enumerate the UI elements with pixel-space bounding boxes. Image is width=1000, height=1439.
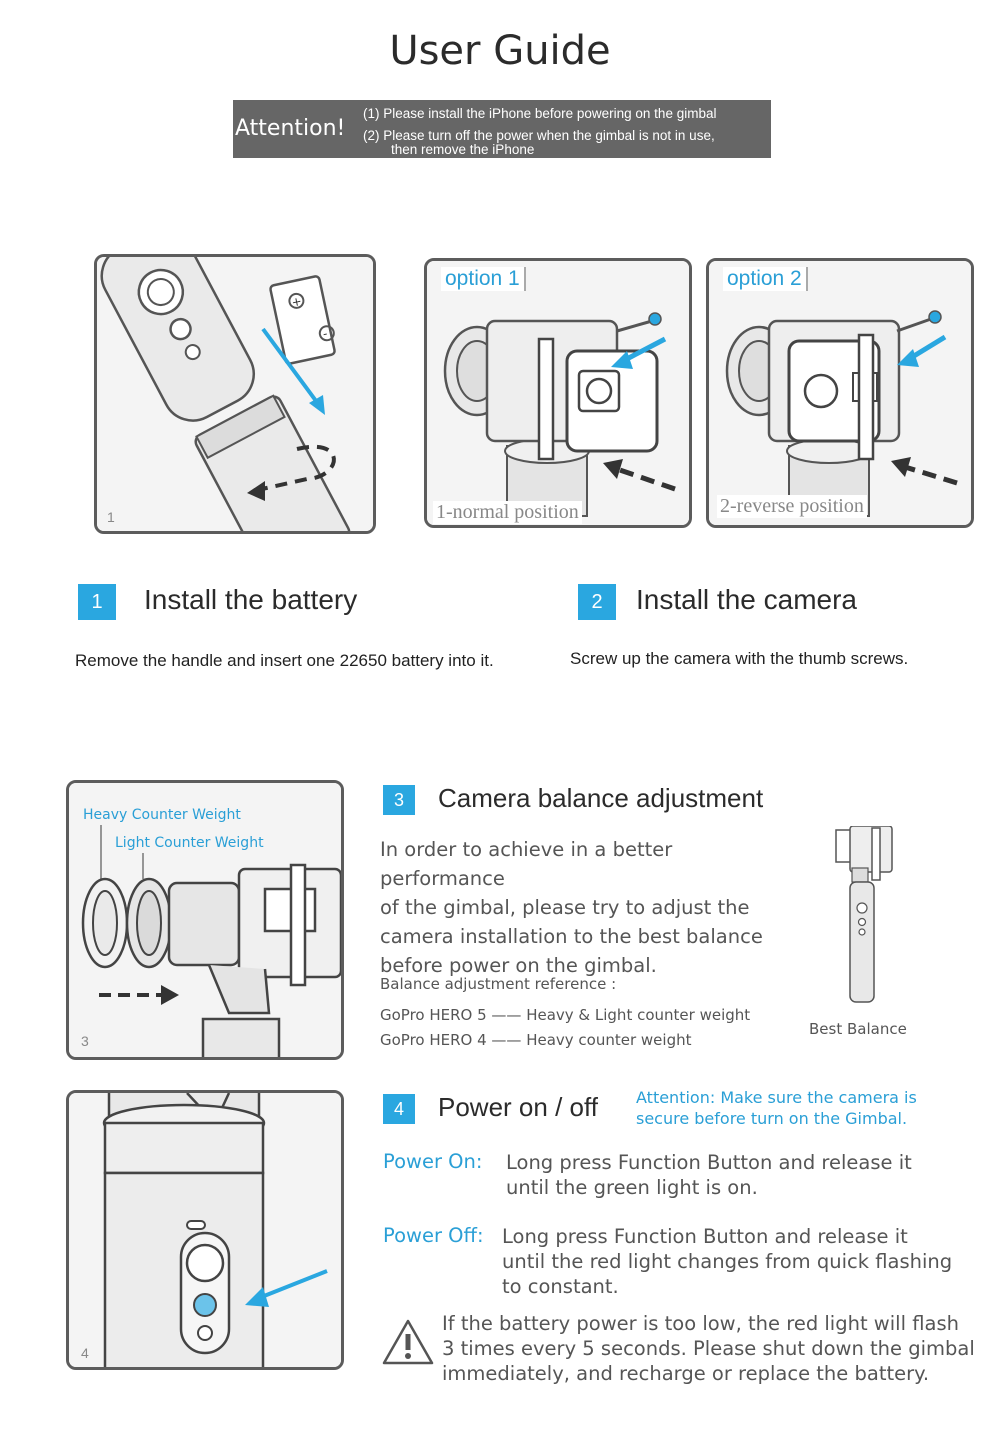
panel-number: 1 bbox=[107, 509, 115, 525]
attention-banner: Attention! (1) Please install the iPhone… bbox=[233, 100, 771, 158]
step-2-description: Screw up the camera with the thumb screw… bbox=[570, 649, 909, 668]
attention-line-1: (1) Please install the iPhone before pow… bbox=[363, 106, 717, 121]
power-off-label: Power Off: bbox=[383, 1224, 484, 1247]
step-2-title: Install the camera bbox=[636, 584, 857, 615]
step-4-badge: 4 bbox=[383, 1094, 415, 1124]
attention-line-2: (2) Please turn off the power when the g… bbox=[363, 128, 715, 143]
camera-icon bbox=[565, 349, 659, 453]
step-1-title: Install the battery bbox=[144, 584, 358, 615]
balance-reference-hero5: GoPro HERO 5 —— Heavy & Light counter we… bbox=[380, 1006, 751, 1024]
svg-text:+: + bbox=[290, 294, 303, 310]
battery-install-panel: + - 1 bbox=[94, 254, 376, 534]
battery-illustration: + - bbox=[97, 257, 373, 531]
power-button-illustration bbox=[69, 1093, 341, 1367]
step-4-attention-1: Attention: Make sure the camera is bbox=[636, 1088, 917, 1107]
step-1-badge: 1 bbox=[78, 584, 116, 620]
step-1-description: Remove the handle and insert one 22650 b… bbox=[75, 651, 494, 670]
option-2-panel: option 2 2-reverse position bbox=[706, 258, 974, 528]
attention-line-3: then remove the iPhone bbox=[391, 142, 535, 157]
step-3-badge: 3 bbox=[383, 785, 415, 815]
battery-icon: + - bbox=[269, 275, 336, 365]
gimbal-icon bbox=[835, 826, 893, 1003]
camera-reverse-illustration bbox=[709, 261, 971, 525]
attention-label: Attention! bbox=[235, 116, 346, 141]
step-4-title: Power on / off bbox=[438, 1092, 598, 1122]
low-battery-warning: If the battery power is too low, the red… bbox=[442, 1312, 975, 1385]
power-button-panel: 4 bbox=[66, 1090, 344, 1370]
heavy-weight-label: Heavy Counter Weight bbox=[83, 807, 241, 823]
counter-weight-panel: Heavy Counter Weight Light Counter Weigh… bbox=[66, 780, 344, 1060]
option-2-label: option 2 bbox=[723, 267, 808, 291]
option-1-panel: option 1 1-normal position bbox=[424, 258, 692, 528]
power-off-text: Long press Function Button and release i… bbox=[502, 1225, 953, 1298]
camera-normal-illustration bbox=[427, 261, 689, 525]
step-4-attention-2: secure before turn on the Gimbal. bbox=[636, 1109, 908, 1128]
light-weight-label: Light Counter Weight bbox=[115, 835, 264, 851]
step-2-badge: 2 bbox=[578, 584, 616, 620]
panel-number: 3 bbox=[81, 1033, 89, 1049]
balance-reference-title: Balance adjustment reference : bbox=[380, 975, 617, 993]
normal-position-label: 1-normal position bbox=[433, 501, 582, 524]
power-on-text: Long press Function Button and release i… bbox=[506, 1151, 912, 1199]
counter-weight-illustration bbox=[69, 783, 341, 1057]
reverse-position-label: 2-reverse position bbox=[717, 495, 867, 518]
page-title: User Guide bbox=[389, 28, 611, 74]
power-on-label: Power On: bbox=[383, 1150, 483, 1173]
warning-icon bbox=[382, 1319, 434, 1365]
best-balance-label: Best Balance bbox=[809, 1020, 907, 1038]
panel-number: 4 bbox=[81, 1345, 89, 1361]
option-1-label: option 1 bbox=[441, 267, 526, 291]
arrow-icon bbox=[309, 395, 325, 415]
balance-paragraph: In order to achieve in a better performa… bbox=[380, 838, 763, 977]
svg-text:-: - bbox=[321, 326, 328, 341]
step-3-title: Camera balance adjustment bbox=[438, 783, 764, 813]
balance-reference-hero4: GoPro HERO 4 —— Heavy counter weight bbox=[380, 1031, 692, 1049]
